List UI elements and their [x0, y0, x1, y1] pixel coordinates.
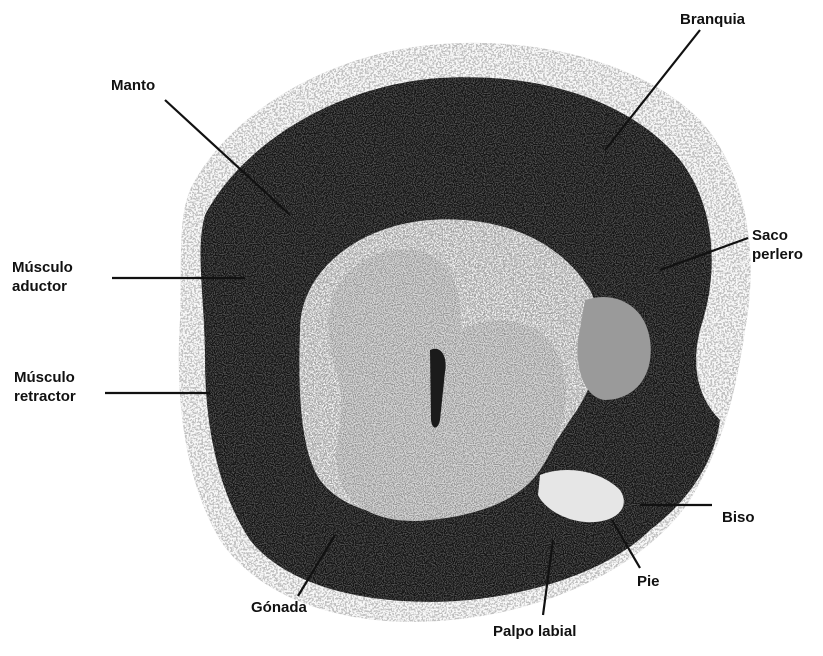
- label-branquia: Branquia: [680, 10, 745, 29]
- label-manto-text: Manto: [111, 76, 155, 95]
- label-aductor-line2: aductor: [12, 277, 73, 296]
- label-manto: Manto: [111, 76, 155, 95]
- label-musculo-retractor: Músculo retractor: [14, 368, 76, 406]
- label-retractor-line1: Músculo: [14, 368, 76, 387]
- label-pie-text: Pie: [637, 572, 660, 591]
- label-biso-text: Biso: [722, 508, 755, 527]
- label-gonada-text: Gónada: [251, 598, 307, 617]
- label-saco-line2: perlero: [752, 245, 803, 264]
- label-biso: Biso: [722, 508, 755, 527]
- label-palpo-labial-text: Palpo labial: [493, 622, 576, 641]
- label-branquia-text: Branquia: [680, 10, 745, 29]
- label-saco-line1: Saco: [752, 226, 803, 245]
- label-palpo-labial: Palpo labial: [493, 622, 576, 641]
- label-pie: Pie: [637, 572, 660, 591]
- label-aductor-line1: Músculo: [12, 258, 73, 277]
- label-retractor-line2: retractor: [14, 387, 76, 406]
- label-musculo-aductor: Músculo aductor: [12, 258, 73, 296]
- label-gonada: Gónada: [251, 598, 307, 617]
- label-saco-perlero: Saco perlero: [752, 226, 803, 264]
